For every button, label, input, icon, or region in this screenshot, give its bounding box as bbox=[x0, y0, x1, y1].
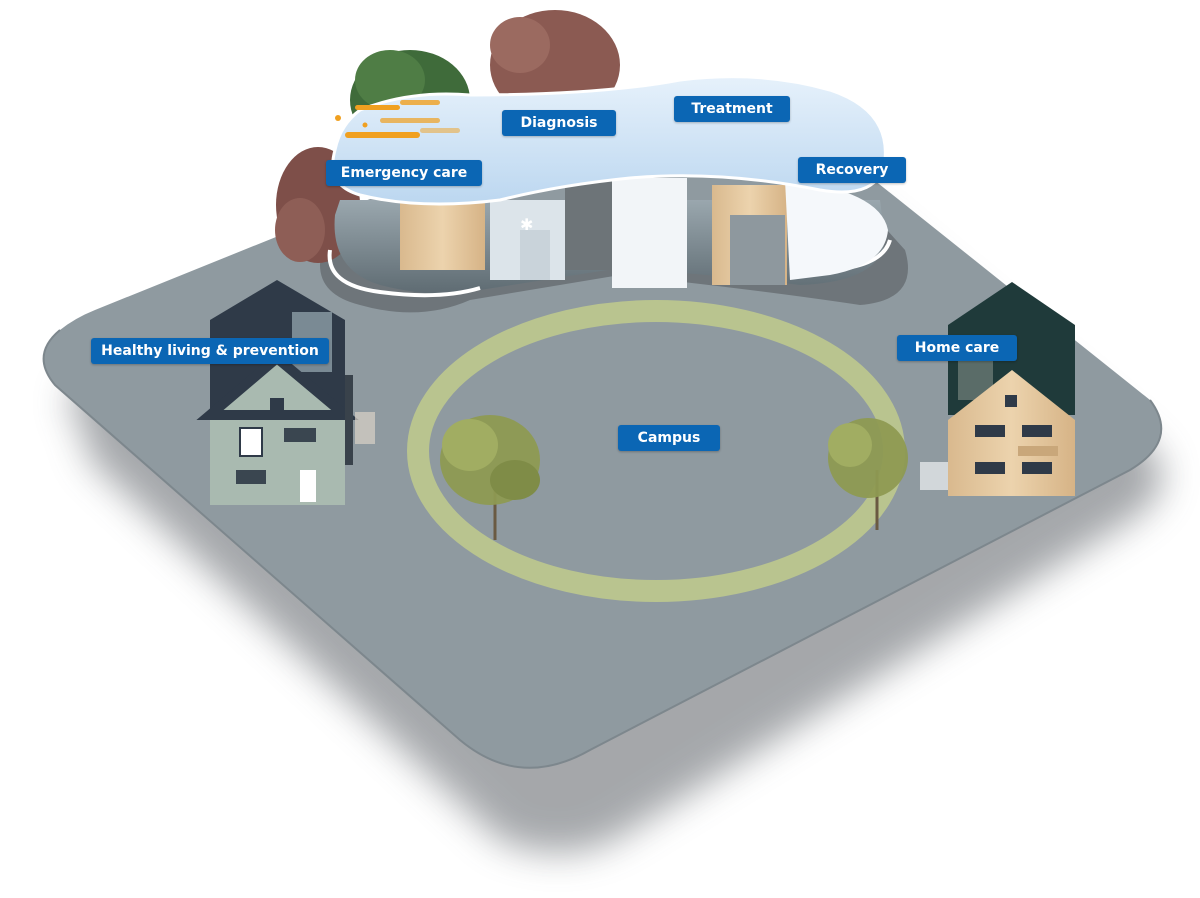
diagnosis-label[interactable]: Diagnosis bbox=[502, 110, 616, 136]
recovery-label[interactable]: Recovery bbox=[798, 157, 906, 183]
campus-trees bbox=[440, 415, 908, 540]
healthy-living-label[interactable]: Healthy living & prevention bbox=[91, 338, 329, 364]
emergency-motion-streaks bbox=[335, 100, 460, 138]
home-care-label[interactable]: Home care bbox=[897, 335, 1017, 361]
svg-text:✱: ✱ bbox=[520, 215, 533, 234]
campus-label[interactable]: Campus bbox=[618, 425, 720, 451]
medical-star-icon: ✱ bbox=[520, 215, 533, 234]
treatment-label[interactable]: Treatment bbox=[674, 96, 790, 122]
emergency-care-label[interactable]: Emergency care bbox=[326, 160, 482, 186]
